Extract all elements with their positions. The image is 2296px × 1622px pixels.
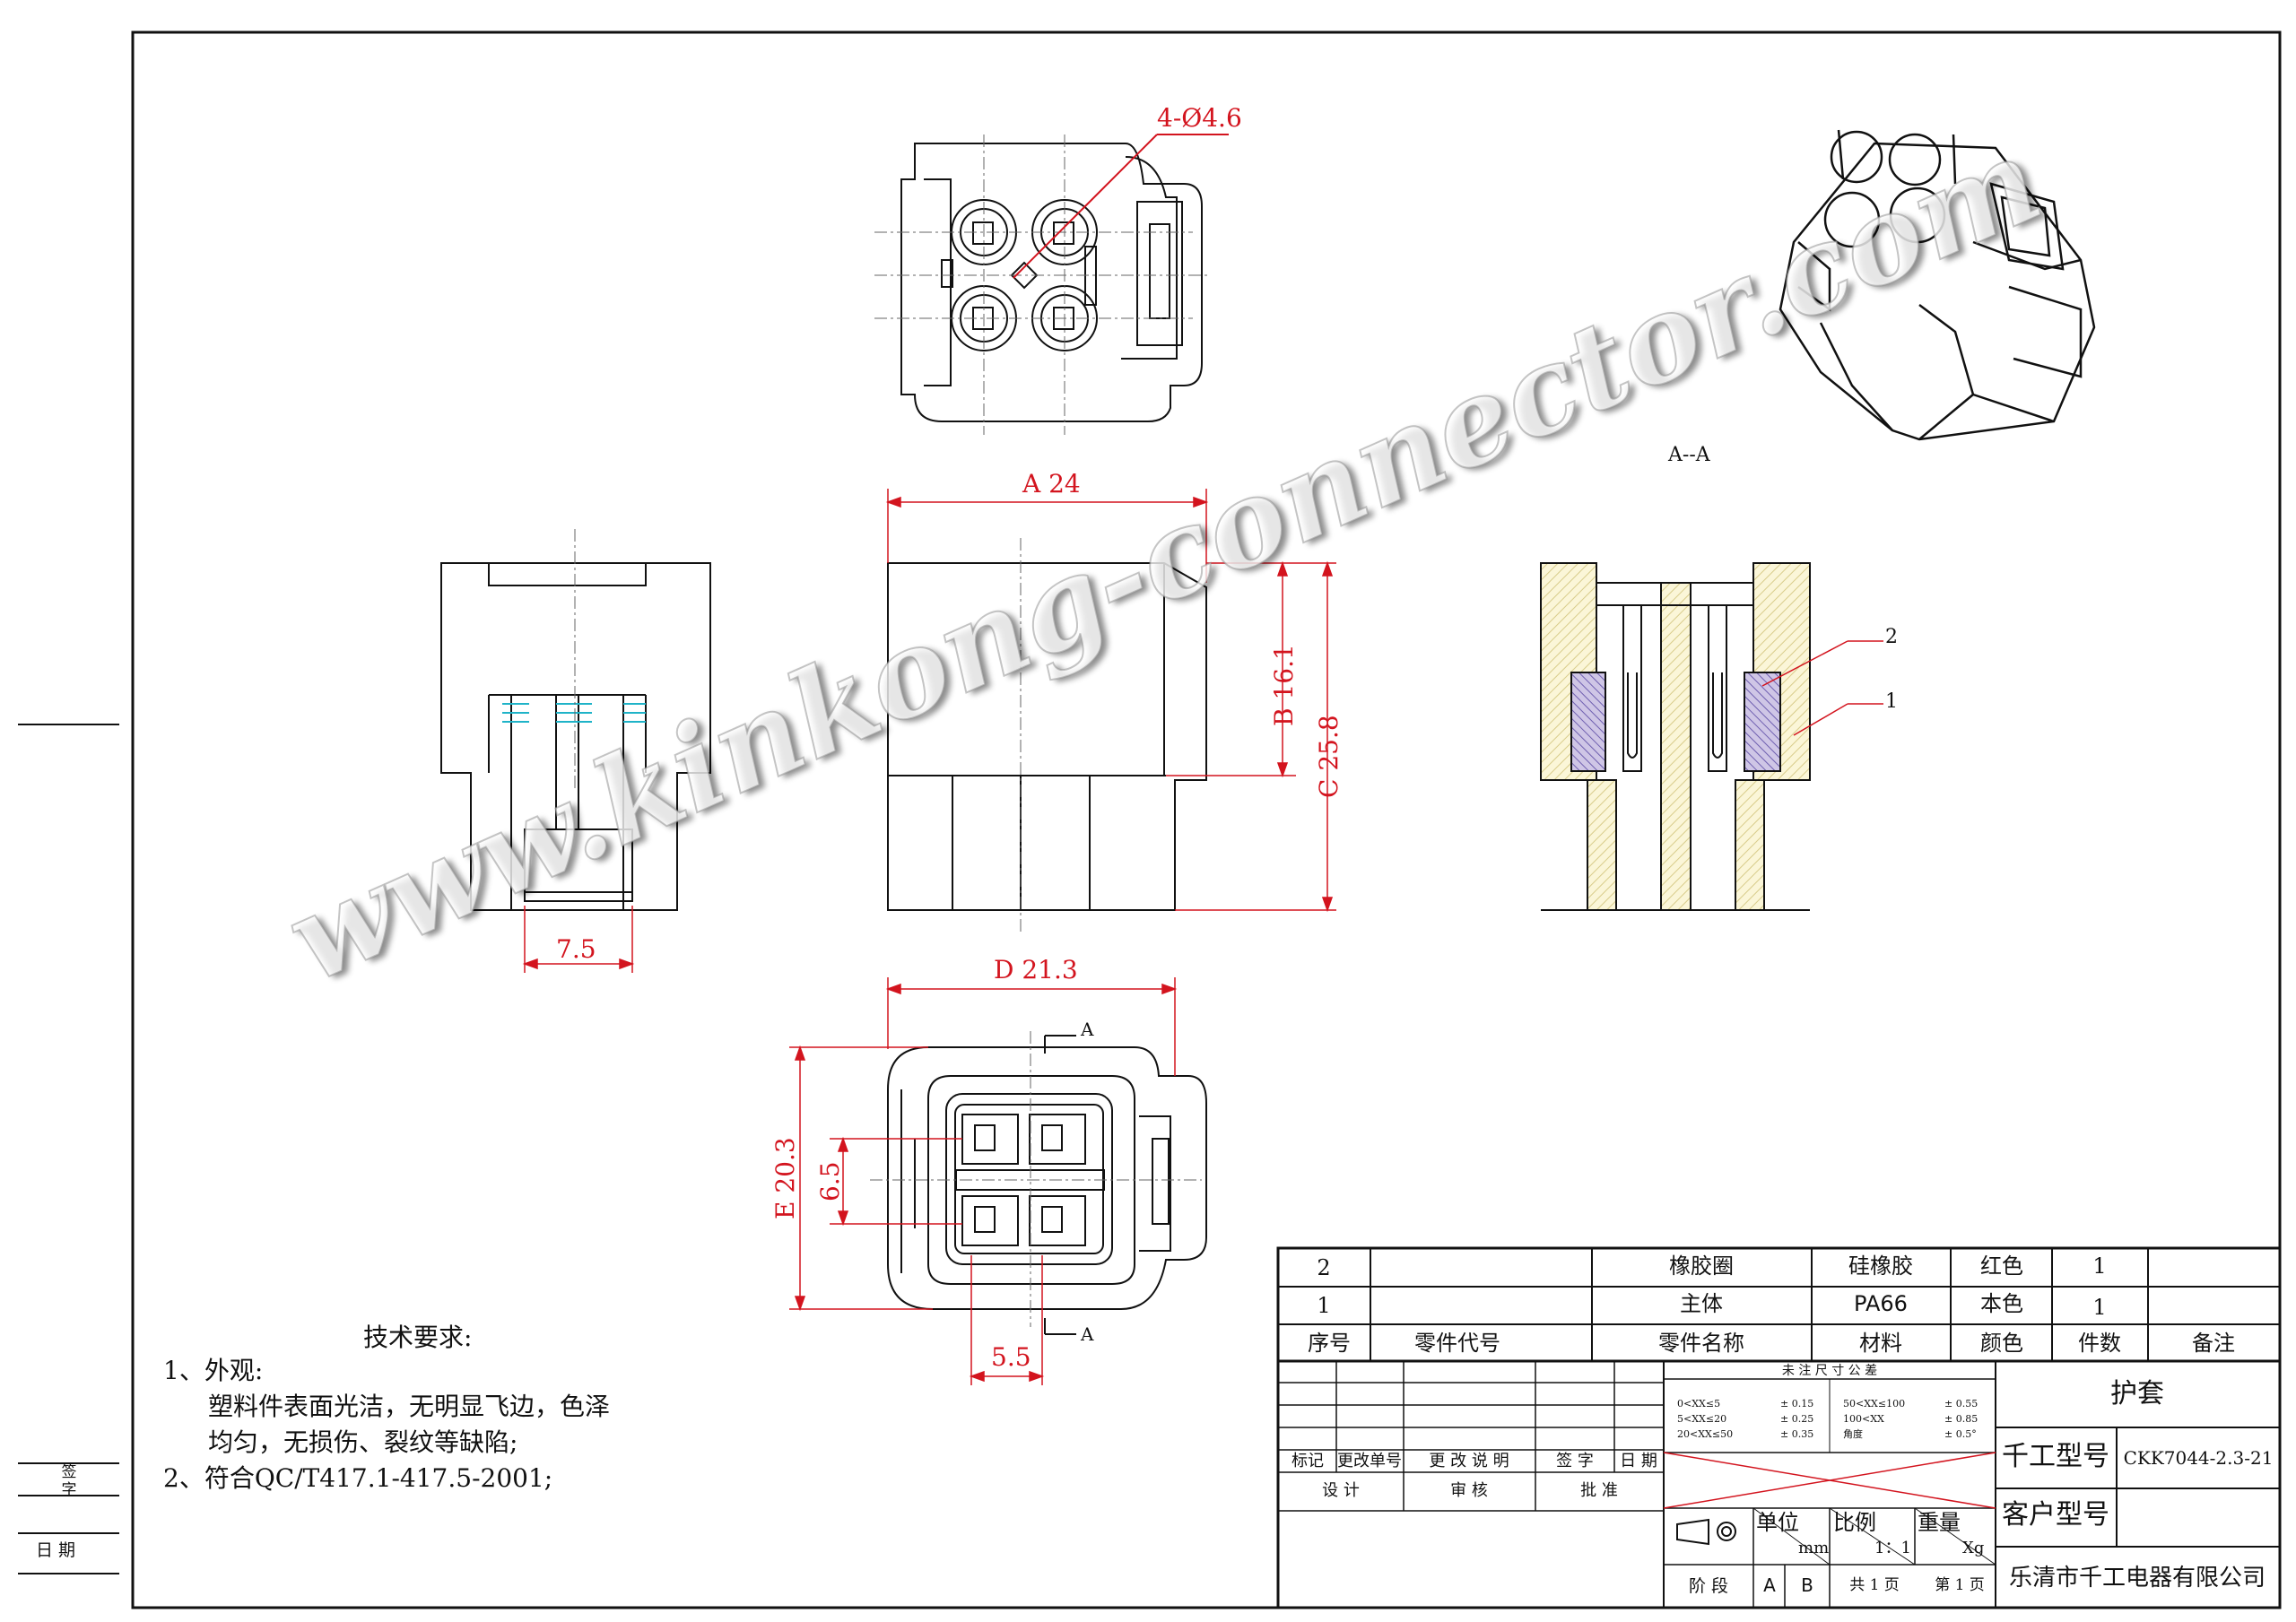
bom-row2-material: 硅橡胶	[1848, 1253, 1913, 1279]
tech-note-1: 1、外观:	[163, 1356, 264, 1385]
tol-r2-val2: ± 0.85	[1944, 1413, 1979, 1425]
sheet-total: 共 1 页	[1849, 1576, 1900, 1594]
section-mark-top: A	[1081, 1019, 1094, 1040]
dim-b-height: B 16.1	[1269, 644, 1299, 726]
scale-value: 1：1	[1874, 1539, 1911, 1557]
approval-approve: 批 准	[1580, 1481, 1618, 1500]
tol-r3-val2: ± 0.5°	[1944, 1428, 1977, 1440]
bom-row2-name: 橡胶圈	[1669, 1253, 1734, 1279]
tol-r1-val2: ± 0.55	[1944, 1398, 1979, 1409]
dim-e-height: E 20.3	[770, 1137, 800, 1219]
weight-value: Xg	[1962, 1539, 1985, 1557]
hole-callout: 4-Ø4.6	[1157, 103, 1242, 133]
tol-r2-range1: 5<XX≤20	[1677, 1413, 1727, 1425]
bom-row1-no: 1	[1317, 1293, 1331, 1318]
rev-header-sign: 签 字	[1556, 1452, 1594, 1470]
bom-header-qty: 件数	[2078, 1331, 2121, 1356]
dim-slot-width: 7.5	[556, 934, 596, 964]
stage-label: 阶 段	[1688, 1576, 1729, 1596]
tech-note-2: 2、符合QC/T417.1-417.5-2001;	[163, 1463, 553, 1493]
bottom-view	[870, 1031, 1207, 1335]
qg-model-label: 千工型号	[2002, 1441, 2109, 1472]
tol-r1-range1: 0<XX≤5	[1677, 1398, 1721, 1409]
dim-a-width: A 24	[1022, 469, 1081, 499]
section-callout-2: 2	[1885, 626, 1898, 648]
section-callout-1: 1	[1885, 690, 1898, 713]
stage-a: A	[1763, 1574, 1776, 1596]
bom-header-name: 零件名称	[1658, 1331, 1744, 1356]
front-view-dims	[885, 489, 1336, 913]
bom-row1-name: 主体	[1680, 1291, 1723, 1316]
unit-label: 单位	[1756, 1510, 1799, 1535]
scale-label: 比例	[1833, 1510, 1876, 1535]
top-view	[874, 134, 1211, 435]
tol-r2-val1: ± 0.25	[1780, 1413, 1814, 1425]
bom-header-code: 零件代号	[1414, 1331, 1500, 1356]
dim-pitch-vertical: 6.5	[815, 1161, 845, 1201]
side-view-dims	[522, 906, 635, 973]
tol-r1-val1: ± 0.15	[1780, 1398, 1814, 1409]
rev-header-mark: 标记	[1292, 1452, 1324, 1470]
stage-b: B	[1801, 1574, 1813, 1596]
dim-c-height: C 25.8	[1314, 715, 1344, 798]
dim-d-width: D 21.3	[994, 955, 1078, 984]
hole-callout-leader	[1013, 134, 1229, 279]
side-view	[440, 529, 711, 911]
rev-header-date: 日 期	[1620, 1452, 1657, 1470]
drawing-frame	[18, 30, 2282, 1609]
bom-row2-qty: 1	[2092, 1253, 2107, 1279]
section-mark-bottom: A	[1081, 1323, 1094, 1345]
bom-header-remark: 备注	[2192, 1331, 2235, 1356]
company-name: 乐清市千工电器有限公司	[2008, 1565, 2266, 1592]
section-callout-leaders	[1761, 640, 1883, 736]
approval-review: 审 核	[1450, 1481, 1488, 1500]
rev-header-change-no: 更改单号	[1337, 1452, 1402, 1470]
tol-r3-range1: 20<XX≤50	[1677, 1428, 1734, 1440]
bom-row1-color: 本色	[1980, 1291, 2023, 1316]
bom-header-no: 序号	[1308, 1331, 1351, 1356]
bom-header-color: 颜色	[1980, 1331, 2023, 1356]
unit-value: mm	[1798, 1539, 1830, 1557]
iso-view	[1779, 129, 2096, 441]
bom-row1-qty: 1	[2092, 1295, 2107, 1320]
tol-r2-range2: 100<XX	[1843, 1413, 1884, 1425]
tol-r3-range2: 角度	[1843, 1428, 1863, 1440]
qg-model-value: CKK7044-2.3-21	[2123, 1447, 2274, 1469]
dim-pitch-horizontal: 5.5	[991, 1342, 1031, 1372]
approval-design: 设 计	[1322, 1481, 1360, 1500]
tech-notes-title: 技术要求:	[363, 1323, 473, 1352]
tech-note-1-line2: 均匀，无损伤、裂纹等缺陷;	[208, 1427, 518, 1457]
sheet-number: 第 1 页	[1935, 1576, 1985, 1594]
section-view-title: A--A	[1668, 444, 1710, 466]
bom-header-material: 材料	[1859, 1331, 1902, 1356]
tol-r1-range2: 50<XX≤100	[1843, 1398, 1906, 1409]
stamp-sign-label: 签 字	[61, 1463, 77, 1500]
customer-model-label: 客户型号	[2002, 1499, 2109, 1531]
front-view	[887, 538, 1207, 932]
rev-header-desc: 更 改 说 明	[1429, 1452, 1509, 1470]
tolerance-title: 未 注 尺 寸 公 差	[1781, 1364, 1878, 1378]
section-view	[1540, 562, 1811, 911]
bottom-view-dims	[789, 977, 1178, 1385]
bom-row2-color: 红色	[1980, 1253, 2023, 1279]
part-name: 护套	[2110, 1378, 2164, 1409]
stamp-date-label: 日 期	[36, 1540, 76, 1560]
weight-label: 重量	[1918, 1510, 1961, 1535]
tech-note-1-line1: 塑料件表面光洁，无明显飞边，色泽	[208, 1392, 611, 1421]
title-block-grid	[1276, 1246, 2282, 1609]
bom-row1-material: PA66	[1854, 1291, 1908, 1316]
bom-row2-no: 2	[1317, 1255, 1331, 1280]
tol-r3-val1: ± 0.35	[1780, 1428, 1814, 1440]
